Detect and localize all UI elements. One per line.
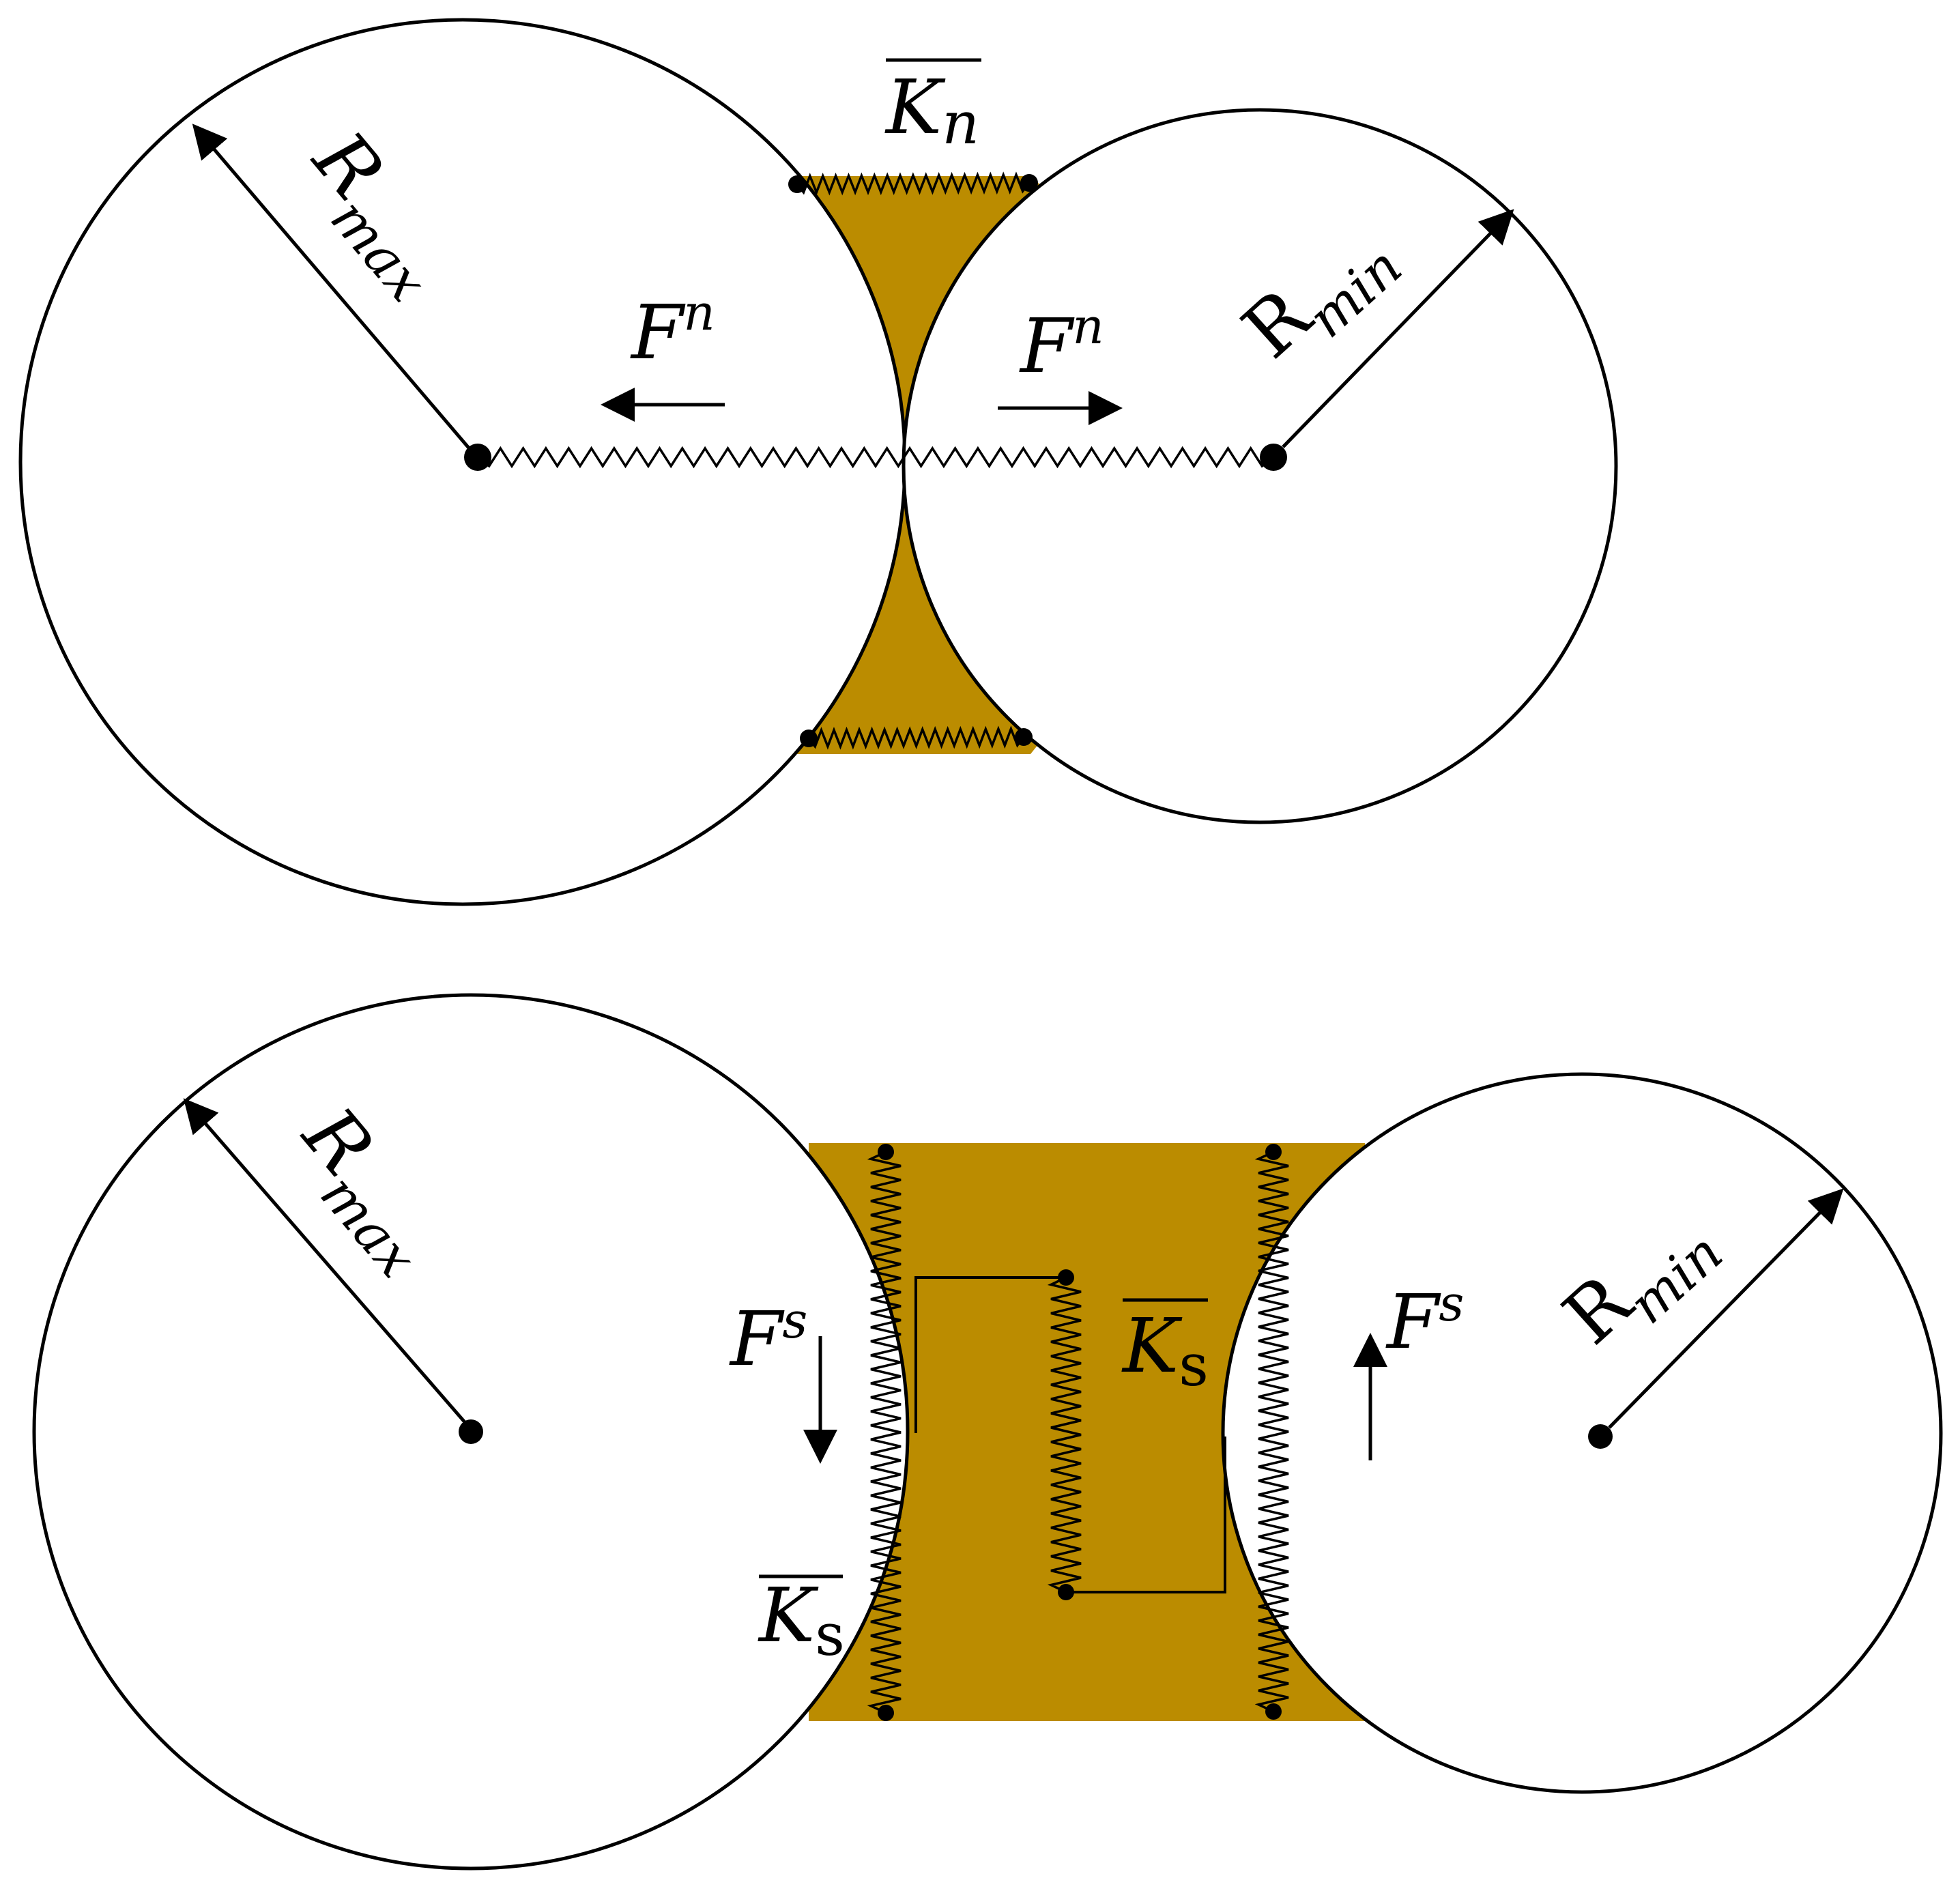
radius-arrow-small — [1608, 1188, 1844, 1429]
bond-node — [878, 1144, 894, 1160]
particle-small — [1221, 1072, 1943, 1794]
bond-node — [1020, 174, 1038, 192]
bond-node — [788, 175, 806, 193]
spring-normal-center — [476, 446, 1275, 469]
spring-shear-center — [1047, 1276, 1082, 1593]
label-force-left: Fn — [630, 284, 715, 376]
spring-shear-right — [1254, 1151, 1289, 1713]
label-k-n: Kn — [884, 63, 979, 158]
shear-connector-right — [1066, 1437, 1226, 1593]
radius-arrow-large — [192, 124, 472, 452]
bond-node — [1265, 1703, 1282, 1720]
spring-shear-left — [867, 1151, 902, 1714]
normal-panel: Rmax Rmin Fn Fn Kn — [18, 18, 1618, 906]
bond-node — [1265, 1144, 1282, 1160]
spring-normal-lower — [807, 725, 1025, 750]
spring-normal-upper — [796, 171, 1031, 196]
radius-arrow-small — [1282, 209, 1514, 448]
label-k-s-center: Ks — [1121, 1302, 1209, 1400]
bond-node — [800, 730, 818, 747]
center-node-small — [1260, 444, 1287, 471]
radius-arrow-large — [183, 1098, 471, 1429]
bond-node — [1015, 728, 1033, 746]
label-force-right: Fs — [1385, 1275, 1464, 1366]
label-force-left: Fs — [729, 1292, 807, 1383]
shear-panel: Rmax Rmin Fs Fs Ks Ks — [32, 993, 1943, 1871]
bond-node — [1058, 1584, 1074, 1600]
bond-node — [1058, 1269, 1074, 1286]
center-node-small — [1588, 1424, 1613, 1449]
particle-large — [18, 18, 907, 906]
particle-small — [902, 108, 1618, 824]
bond-node — [878, 1705, 894, 1721]
center-node-large — [459, 1419, 483, 1444]
label-force-right: Fn — [1019, 298, 1104, 390]
label-k-s-left: Ks — [758, 1572, 845, 1669]
shear-connector-left — [914, 1276, 1066, 1433]
bond-material-normal — [797, 176, 1044, 754]
